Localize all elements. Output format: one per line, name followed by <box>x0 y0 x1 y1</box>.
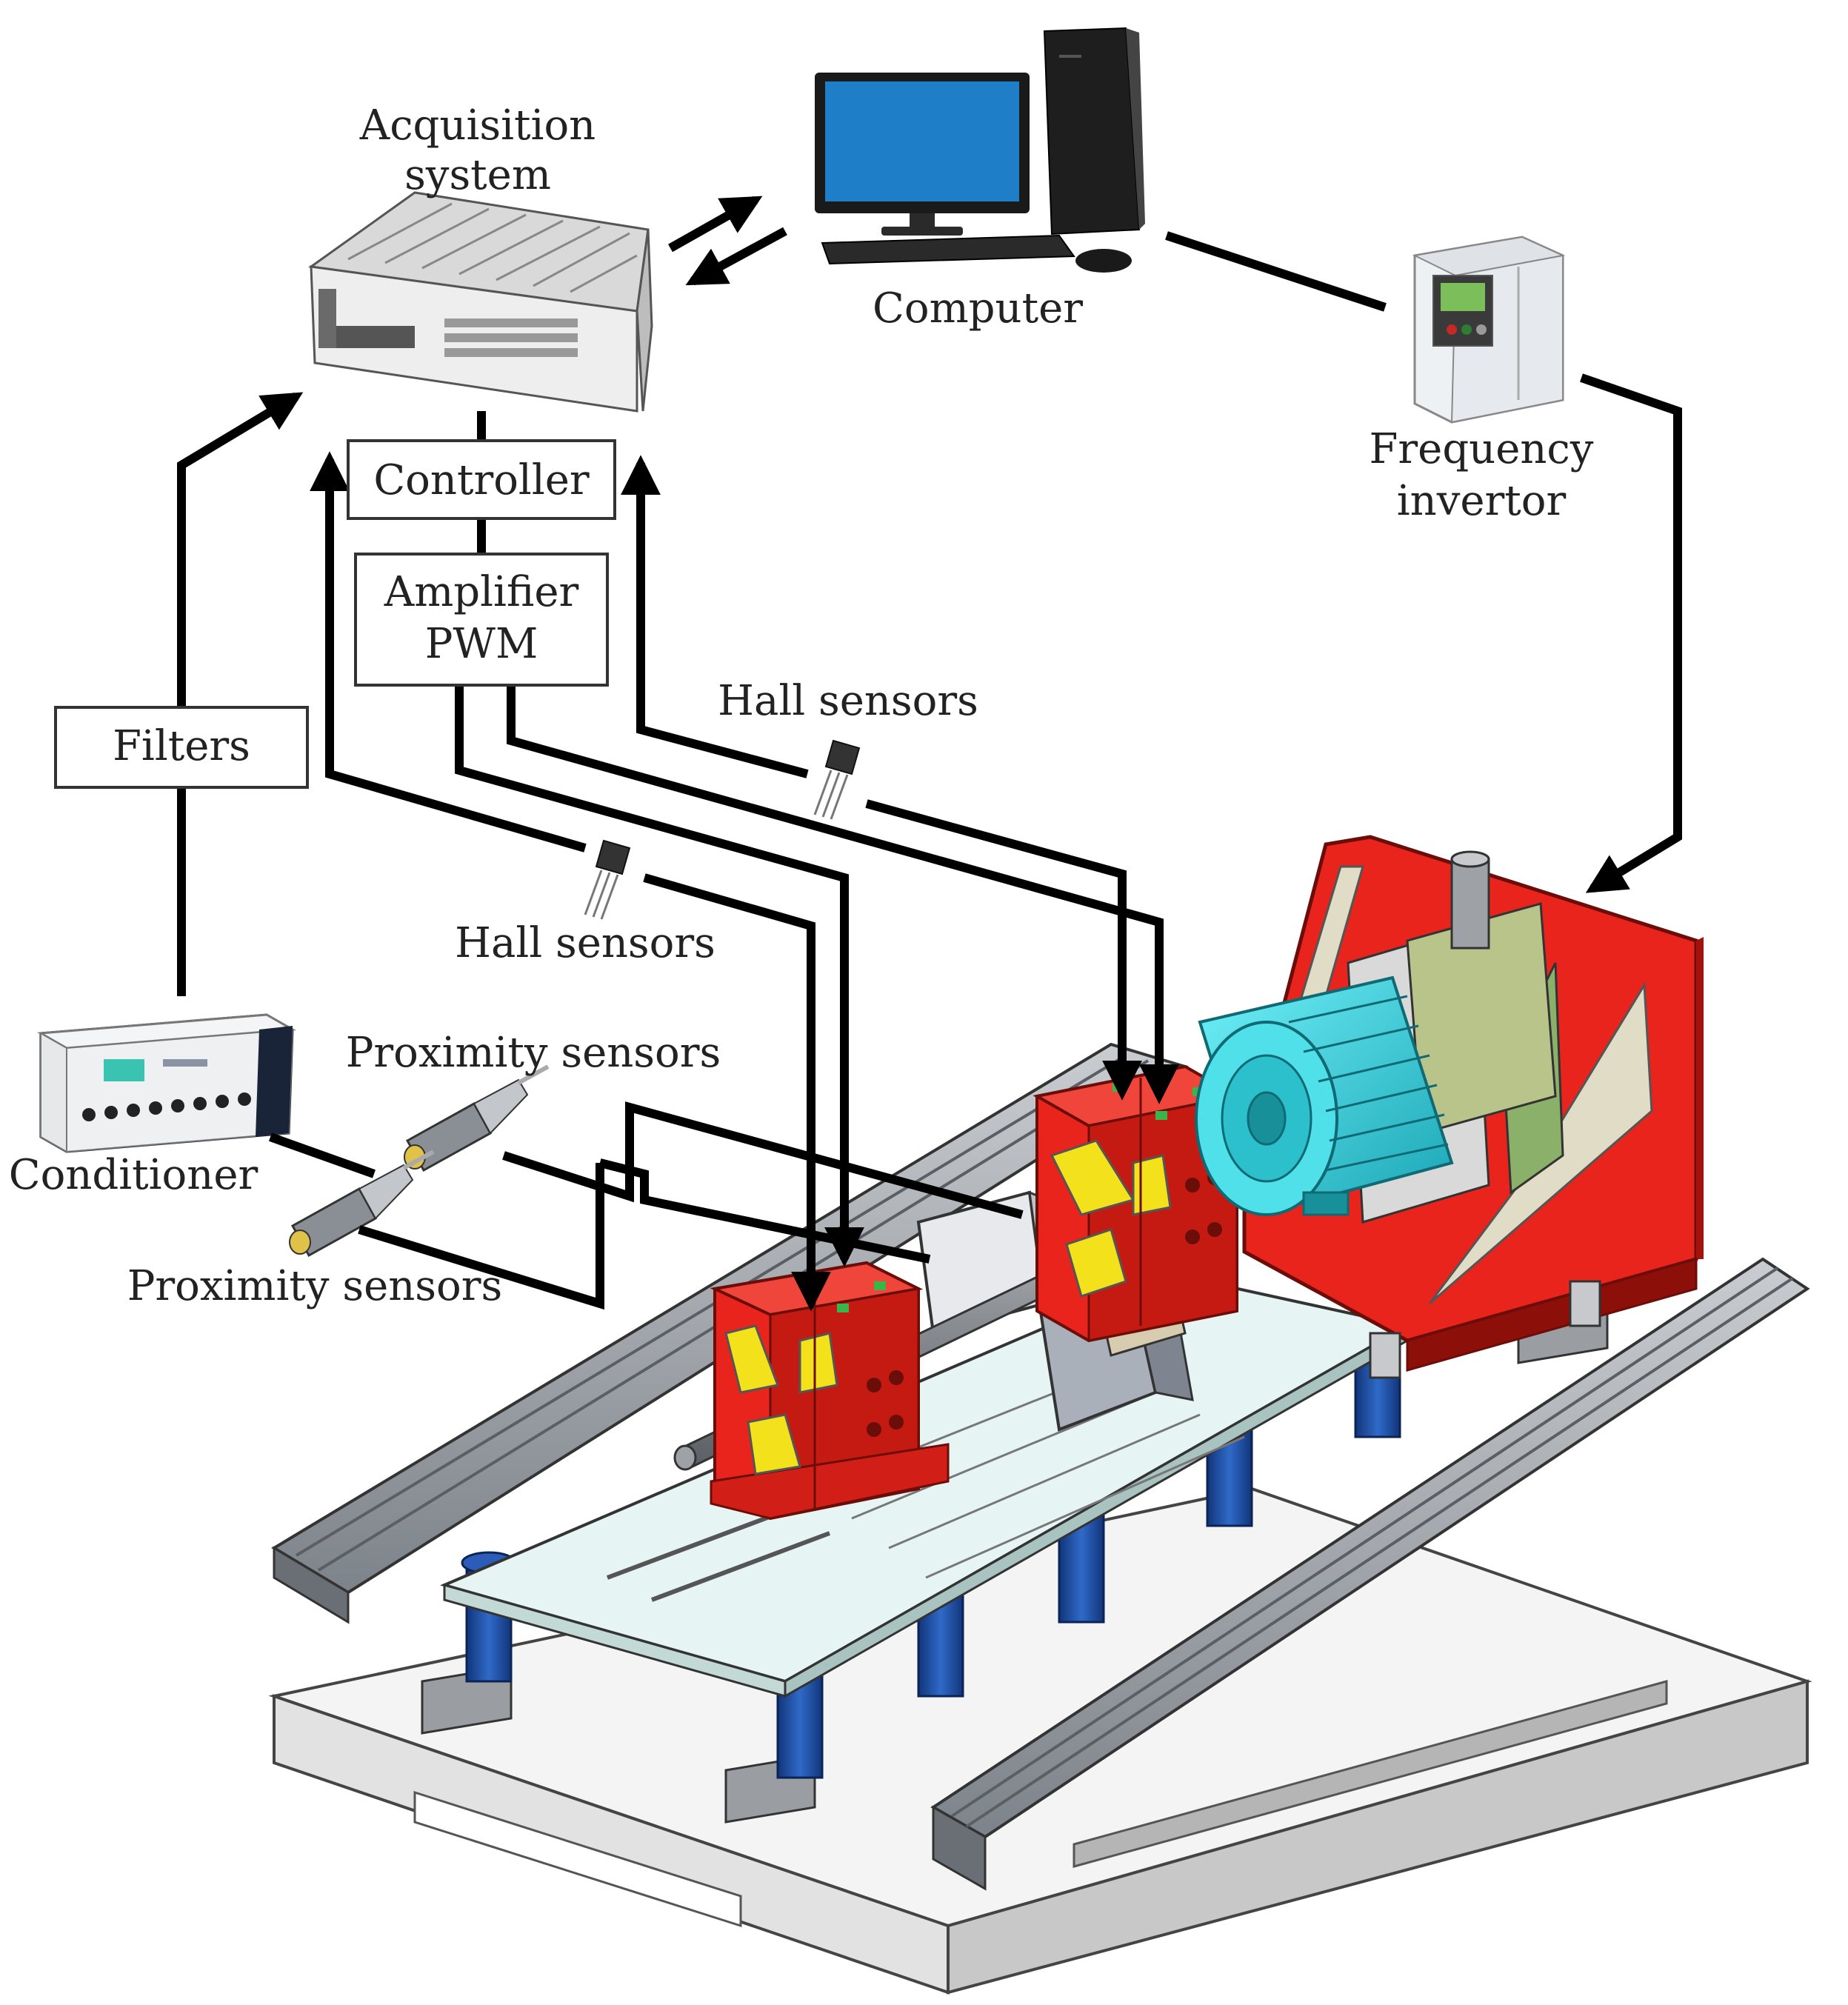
wire-prox2-bearing <box>598 1158 931 1264</box>
amplifier-label: Amplifier <box>384 568 579 616</box>
hall-sensors-label: Hall sensors <box>455 919 715 967</box>
wire-invertor-motor <box>1580 373 1682 893</box>
acquisition-label: system <box>404 151 551 199</box>
magnetic-bearing-right <box>1033 1064 1241 1343</box>
filters-label: Filters <box>113 722 250 770</box>
frequency-inverter-icon <box>1412 236 1566 424</box>
wire-amp-to-right-bearing <box>507 685 1179 1104</box>
signal-wires <box>177 196 1682 1312</box>
hall-sensor-icon <box>813 739 861 820</box>
hall-sensors-label: Hall sensors <box>718 677 978 725</box>
wire-hall-left-to-acq <box>310 451 587 853</box>
base-frame-side <box>947 1679 1809 1995</box>
acquisition-system-icon <box>308 191 653 413</box>
wire-hall-left-to-bearing <box>643 873 831 1312</box>
wire-prox1-bearing <box>502 1101 1024 1219</box>
wire-hall-right-to-bearing <box>865 799 1142 1101</box>
housing-panel <box>1428 981 1653 1305</box>
controller-box <box>347 439 616 520</box>
amplifier-label: PWM <box>425 620 538 668</box>
test-rig-illustration <box>268 835 1812 1995</box>
conditioner-label: Conditioner <box>9 1151 258 1199</box>
amplifier-box <box>354 553 609 687</box>
computer-icon <box>815 27 1145 273</box>
magnetic-bearing-left <box>710 1261 950 1521</box>
arrow-acq-to-computer <box>668 196 763 253</box>
wire-amp-to-left-bearing <box>455 685 864 1267</box>
hall-sensor-icon <box>584 839 631 920</box>
motor <box>1195 975 1454 1217</box>
base-opening <box>1073 1680 1668 1868</box>
base-opening <box>413 1790 742 1928</box>
acquisition-label: Acquisition <box>359 101 596 150</box>
filters-box <box>54 706 309 789</box>
wire-filters-acquisition <box>177 392 304 707</box>
wire-hall-right-to-acq <box>621 455 809 778</box>
proximity-sensors-label: Proximity sensors <box>346 1029 721 1077</box>
proximity-sensors-label: Proximity sensors <box>127 1262 503 1310</box>
wire-computer-invertor <box>1165 231 1387 312</box>
wire-conditioner-prox2 <box>358 1163 604 1310</box>
wire-conditioner-prox1 <box>268 1132 376 1178</box>
proximity-sensor-icon <box>289 1150 435 1258</box>
conditioner-icon <box>37 1013 296 1153</box>
computer-label: Computer <box>873 284 1083 333</box>
frequency-invertor-label: invertor <box>1397 477 1567 525</box>
arrow-computer-to-acq <box>685 227 787 286</box>
controller-label: Controller <box>373 456 590 504</box>
left-rail-front <box>273 1546 350 1624</box>
frequency-invertor-label: Frequency <box>1370 425 1594 473</box>
